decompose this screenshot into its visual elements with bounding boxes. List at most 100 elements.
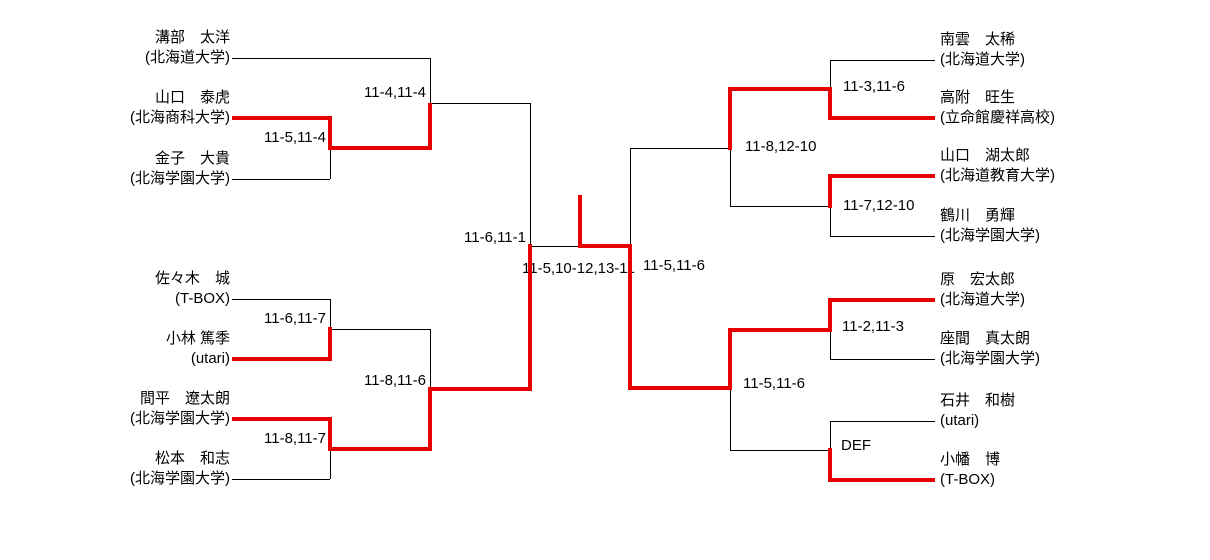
winner-path-line: [578, 244, 632, 248]
player-name: 金子 大貴: [154, 150, 230, 167]
winner-path-line: [628, 386, 732, 390]
match-score: DEF: [841, 437, 871, 454]
player-entry: 鶴川 勇輝 (北海学園大学): [940, 206, 1040, 246]
player-club: (北海道教育大学): [940, 167, 1055, 184]
player-club: (立命館慶祥高校): [940, 109, 1055, 126]
winner-path-line: [628, 244, 632, 390]
player-club: (北海道大学): [940, 51, 1025, 68]
player-entry: 高附 旺生 (立命館慶祥高校): [940, 88, 1055, 128]
winner-path-line: [232, 417, 330, 421]
bracket-line: [830, 359, 935, 360]
winner-path-line: [728, 328, 732, 390]
player-entry: 山口 泰虎 (北海商科大学): [130, 88, 230, 128]
winner-path-line: [428, 387, 432, 451]
match-score: 11-7,12-10: [843, 197, 915, 214]
player-club: (北海学園大学): [130, 170, 230, 187]
player-club: (北海学園大学): [130, 470, 230, 487]
player-name: 石井 和樹: [940, 392, 1016, 409]
match-score: 11-3,11-6: [843, 78, 905, 95]
match-score: 11-2,11-3: [842, 318, 904, 335]
player-name: 間平 遼太朗: [139, 390, 230, 407]
match-score: 11-5,11-6: [643, 257, 705, 274]
match-score: 11-4,11-4: [364, 84, 426, 101]
bracket-line: [232, 299, 330, 300]
final-score: 11-5,10-12,13-11: [522, 260, 635, 277]
winner-path-line: [828, 478, 935, 482]
match-score: 11-8,12-10: [745, 138, 817, 155]
player-name: 鶴川 勇輝: [940, 207, 1016, 224]
player-name: 松本 和志: [154, 450, 230, 467]
winner-path-line: [828, 174, 832, 208]
bracket-line: [232, 179, 330, 180]
match-score: 11-6,11-1: [464, 229, 526, 246]
bracket-line: [630, 148, 730, 149]
winner-path-line: [828, 87, 832, 120]
winner-path-line: [828, 298, 935, 302]
match-score: 11-6,11-7: [264, 310, 326, 327]
player-club: (utari): [940, 412, 980, 429]
player-entry: 原 宏太郎 (北海道大学): [940, 270, 1025, 310]
player-club: (北海商科大学): [130, 109, 230, 126]
player-name: 溝部 太洋: [154, 29, 230, 46]
player-club: (utari): [190, 350, 230, 367]
winner-path-line: [828, 116, 935, 120]
player-entry: 南雲 太稀 (北海道大学): [940, 30, 1025, 70]
bracket-line: [530, 246, 580, 247]
player-name: 小林 篤季: [165, 330, 230, 347]
champion-line: [578, 195, 582, 248]
player-club: (T-BOX): [175, 290, 230, 307]
player-club: (北海学園大学): [940, 227, 1040, 244]
winner-path-line: [328, 116, 332, 150]
player-entry: 小幡 博 (T-BOX): [940, 450, 1000, 490]
winner-path-line: [528, 244, 532, 391]
match-score: 11-8,11-6: [364, 372, 426, 389]
player-entry: 金子 大貴 (北海学園大学): [130, 149, 230, 189]
winner-path-line: [828, 448, 832, 482]
player-club: (T-BOX): [940, 471, 995, 488]
player-name: 南雲 太稀: [940, 31, 1016, 48]
bracket-line: [430, 103, 530, 104]
bracket-line: [232, 58, 430, 59]
winner-path-line: [728, 87, 832, 91]
player-entry: 座間 真太朗 (北海学園大学): [940, 329, 1040, 369]
player-entry: 佐々木 城 (T-BOX): [155, 269, 230, 309]
winner-path-line: [328, 327, 332, 361]
bracket-line: [830, 421, 935, 422]
player-entry: 山口 湖太郎 (北海道教育大学): [940, 146, 1055, 186]
player-name: 高附 旺生: [940, 89, 1016, 106]
bracket-line: [330, 329, 430, 330]
player-club: (北海学園大学): [940, 350, 1040, 367]
player-club: (北海学園大学): [130, 410, 230, 427]
player-entry: 溝部 太洋 (北海道大学): [145, 28, 230, 68]
player-club: (北海道大学): [940, 291, 1025, 308]
player-name: 山口 湖太郎: [940, 147, 1031, 164]
winner-path-line: [428, 387, 532, 391]
winner-path-line: [728, 328, 832, 332]
bracket-line: [232, 479, 330, 480]
match-score: 11-5,11-4: [264, 129, 326, 146]
winner-path-line: [828, 174, 935, 178]
bracket-line: [730, 450, 830, 451]
player-name: 小幡 博: [940, 451, 1001, 468]
player-entry: 間平 遼太朗 (北海学園大学): [130, 389, 230, 429]
player-name: 原 宏太郎: [940, 271, 1016, 288]
winner-path-line: [828, 298, 832, 332]
player-entry: 小林 篤季 (utari): [166, 329, 230, 369]
player-club: (北海道大学): [145, 49, 230, 66]
bracket-line: [830, 236, 935, 237]
player-entry: 松本 和志 (北海学園大学): [130, 449, 230, 489]
player-name: 山口 泰虎: [154, 89, 230, 106]
player-name: 佐々木 城: [154, 270, 230, 287]
winner-path-line: [328, 146, 432, 150]
winner-path-line: [232, 357, 330, 361]
winner-path-line: [428, 103, 432, 150]
bracket-line: [830, 60, 935, 61]
bracket-line: [730, 206, 830, 207]
player-entry: 石井 和樹 (utari): [940, 391, 1015, 431]
bracket-line: [730, 330, 731, 450]
winner-path-line: [728, 87, 732, 150]
winner-path-line: [232, 116, 330, 120]
winner-path-line: [328, 417, 332, 451]
winner-path-line: [328, 447, 432, 451]
